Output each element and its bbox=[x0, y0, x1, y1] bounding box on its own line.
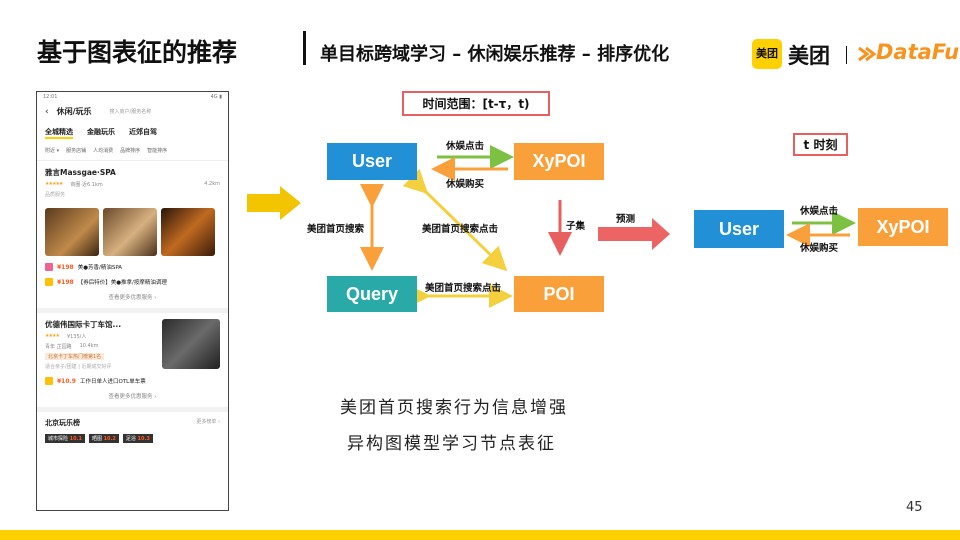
page-title: 基于图表征的推荐 bbox=[37, 38, 238, 67]
shop-desc: 适合亲子/团建 | 近期成交好评 bbox=[45, 364, 112, 370]
tab-finance-fun[interactable]: 金融玩乐 bbox=[87, 128, 115, 136]
deal-row[interactable]: ¥10.9 工作日单人进口OTL单车票 bbox=[45, 377, 220, 385]
rank-chip[interactable]: 晒图 10.2 bbox=[88, 434, 119, 443]
list-item[interactable]: 优德伟国际卡丁车馆... ★★★★ ¥135/人 青年 芷园路 10.4km 北… bbox=[37, 313, 228, 412]
deal-text: 工作日单人进口OTL单车票 bbox=[79, 379, 146, 385]
deal-tag-icon bbox=[45, 278, 53, 286]
datafun-logo-icon bbox=[858, 46, 877, 62]
deal-tag-icon bbox=[45, 263, 53, 271]
node-poi: POI bbox=[514, 276, 604, 312]
filter-service[interactable]: 服务店铺 bbox=[66, 148, 87, 154]
category-tabs: 全城精选 金融玩乐 近郊自驾 bbox=[37, 121, 228, 141]
status-signal: 4G ▮ bbox=[210, 94, 222, 100]
deal-price: ¥10.9 bbox=[57, 377, 76, 385]
nav-title: 休闲/玩乐 bbox=[56, 107, 92, 116]
edge-label-leisure-buy: 休娱购买 bbox=[446, 179, 485, 190]
filter-nearby[interactable]: 附近 ▾ bbox=[45, 148, 60, 154]
rank-chip-label: 晒图 bbox=[91, 436, 102, 442]
rank-chip-value: 10.1 bbox=[69, 436, 82, 442]
rating-stars: ★★★★ bbox=[45, 333, 60, 339]
node-user: User bbox=[327, 143, 417, 180]
edge-label-home-search-click-2: 美团首页搜索点击 bbox=[425, 283, 502, 294]
meituan-logo-text: 美团 bbox=[788, 44, 830, 68]
rank-highlight: 北京卡丁车热门榜第1名 bbox=[45, 353, 105, 360]
back-icon[interactable]: ‹ bbox=[45, 106, 49, 117]
app-screenshot: 12:01 4G ▮ ‹ 休闲/玩乐 搜入商户/服务名称 全城精选 金融玩乐 近… bbox=[36, 91, 229, 511]
shop-name: 雅言Massgae·SPA bbox=[45, 168, 116, 177]
status-bar: 12:01 4G ▮ bbox=[37, 92, 228, 102]
more-deals-link[interactable]: 查看更多优惠服务 › bbox=[108, 394, 157, 400]
edge-label-home-search: 美团首页搜索 bbox=[307, 224, 365, 235]
deal-text: 【券后特价】美●推拿/按摩精油调理 bbox=[77, 280, 167, 286]
meituan-logo-icon: 美团 bbox=[752, 39, 782, 69]
edge-label-subset: 子集 bbox=[566, 221, 586, 232]
rank-chip-label: 足浴 bbox=[125, 436, 136, 442]
title-divider bbox=[303, 31, 306, 65]
filter-price[interactable]: 人均消费 bbox=[93, 148, 114, 154]
shop-photo[interactable] bbox=[161, 208, 215, 256]
shop-price: ¥135/人 bbox=[66, 334, 87, 340]
rank-chip-value: 10.3 bbox=[137, 436, 150, 442]
caption-line-2: 异构图模型学习节点表征 bbox=[347, 434, 556, 454]
shop-distance: 10.4km bbox=[79, 343, 99, 349]
shop-area: 商圈·近6.1km bbox=[70, 182, 103, 188]
rank-title: 北京玩乐榜 bbox=[45, 419, 80, 427]
status-time: 12:01 bbox=[43, 94, 58, 100]
shop-photo[interactable] bbox=[45, 208, 99, 256]
deal-price: ¥198 bbox=[57, 278, 74, 286]
shop-photos bbox=[45, 208, 220, 256]
node-query: Query bbox=[327, 276, 417, 312]
deal-row[interactable]: ¥198 【券后特价】美●推拿/按摩精油调理 bbox=[45, 278, 220, 286]
datafun-logo-text: DataFun. bbox=[876, 40, 960, 64]
edge-label-leisure-buy-2: 休娱购买 bbox=[800, 243, 839, 254]
edge-label-leisure-click-2: 休娱点击 bbox=[800, 206, 839, 217]
node-user-target: User bbox=[694, 210, 784, 248]
rank-section: 北京玩乐榜 更多榜单 › 城市探险 10.1 晒图 10.2 足浴 10.3 bbox=[37, 412, 228, 449]
deal-text: 美●芳香/精油SPA bbox=[77, 265, 123, 271]
logo-separator bbox=[846, 46, 847, 64]
deal-row[interactable]: ¥198 美●芳香/精油SPA bbox=[45, 263, 220, 271]
time-range-label: 时间范围：[t-τ，t) bbox=[402, 91, 550, 116]
shop-area: 青年 芷园路 bbox=[45, 344, 72, 350]
deal-tag-icon bbox=[45, 377, 53, 385]
edge-label-predict: 预测 bbox=[616, 214, 636, 225]
search-input[interactable]: 搜入商户/服务名称 bbox=[109, 109, 152, 115]
rank-chip[interactable]: 城市探险 10.1 bbox=[45, 434, 85, 443]
shop-photo[interactable] bbox=[103, 208, 157, 256]
nav-bar: ‹ 休闲/玩乐 搜入商户/服务名称 bbox=[37, 102, 228, 121]
shop-distance: 4.2km bbox=[204, 181, 220, 187]
more-deals-link[interactable]: 查看更多优惠服务 › bbox=[108, 295, 157, 301]
tab-suburb-drive[interactable]: 近郊自驾 bbox=[129, 128, 157, 136]
filter-sort[interactable]: 智能排序 bbox=[147, 148, 168, 154]
rank-chip-value: 10.2 bbox=[103, 436, 116, 442]
rank-more-link[interactable]: 更多榜单 › bbox=[196, 419, 220, 425]
node-xypoi-target: XyPOI bbox=[858, 208, 948, 246]
footer-bar bbox=[0, 530, 960, 540]
list-item[interactable]: 雅言Massgae·SPA ★★★★★ 商圈·近6.1km 4.2km 品质服务… bbox=[37, 161, 228, 313]
rating-stars: ★★★★★ bbox=[45, 181, 63, 187]
filter-brand[interactable]: 品牌排序 bbox=[120, 148, 141, 154]
node-xypoi: XyPOI bbox=[514, 143, 604, 180]
rank-chip-label: 城市探险 bbox=[48, 436, 69, 442]
deal-price: ¥198 bbox=[57, 263, 74, 271]
shop-tagline: 品质服务 bbox=[45, 192, 66, 198]
page-number: 45 bbox=[906, 500, 923, 515]
flow-arrow-icon bbox=[247, 186, 301, 220]
caption-line-1: 美团首页搜索行为信息增强 bbox=[340, 398, 568, 418]
filter-bar: 附近 ▾ 服务店铺 人均消费 品牌排序 智能排序 bbox=[37, 141, 228, 161]
shop-name: 优德伟国际卡丁车馆... bbox=[45, 320, 122, 329]
edge-label-leisure-click: 休娱点击 bbox=[446, 141, 485, 152]
edge-label-home-search-click: 美团首页搜索点击 bbox=[422, 224, 499, 235]
page-subtitle: 单目标跨域学习 – 休闲娱乐推荐 – 排序优化 bbox=[320, 44, 670, 65]
t-moment-label: t 时刻 bbox=[793, 133, 848, 156]
shop-photo[interactable] bbox=[162, 319, 220, 369]
tab-city-picks[interactable]: 全城精选 bbox=[45, 127, 73, 139]
rank-chip[interactable]: 足浴 10.3 bbox=[122, 434, 153, 443]
